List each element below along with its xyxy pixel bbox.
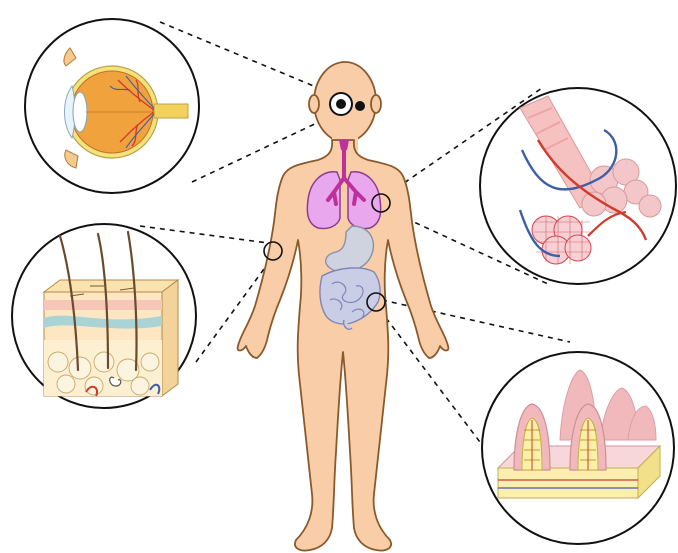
body-silhouette — [238, 140, 449, 551]
villi-callout — [482, 352, 674, 544]
skin-callout-line-top — [140, 226, 268, 243]
alveoli-callout — [480, 88, 676, 284]
eye-pupil — [336, 99, 346, 109]
ear — [309, 95, 319, 113]
eye-callout — [25, 19, 199, 193]
eye-right-dot — [355, 101, 365, 111]
ear — [371, 95, 381, 113]
skin-callout — [12, 224, 196, 408]
